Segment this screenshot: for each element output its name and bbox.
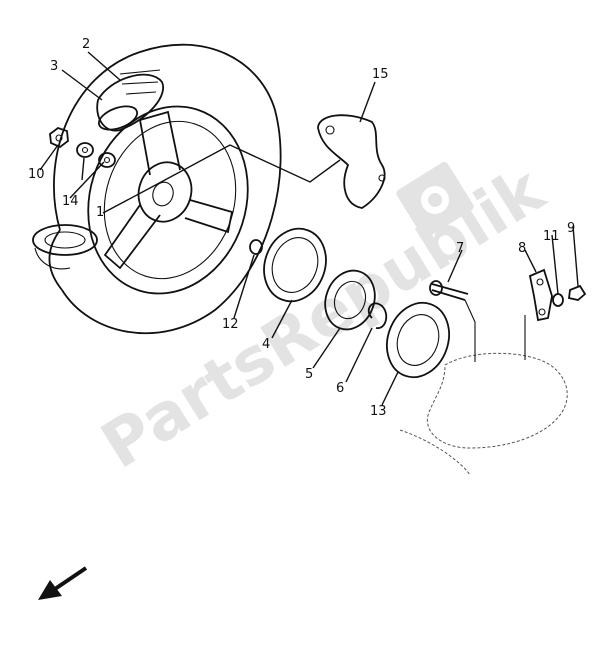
callout-14: 14: [62, 194, 79, 209]
callout-4: 4: [262, 337, 270, 352]
callout-11: 11: [543, 229, 560, 244]
callout-8: 8: [518, 241, 526, 256]
watermark-text: PartsRepublik: [89, 152, 558, 483]
bearings-and-seals: [249, 227, 450, 379]
callout-labels: 2 3 15 10 14 1 12 4 5 6 13 7 8 11 9: [28, 37, 575, 419]
watermark: PartsRepublik: [89, 152, 558, 483]
axle-nut: [49, 126, 116, 168]
callout-6: 6: [336, 381, 344, 396]
callout-12: 12: [222, 317, 239, 332]
callout-7: 7: [456, 241, 464, 256]
callout-9: 9: [567, 221, 575, 236]
watermark-gear-icon: [396, 161, 474, 239]
callout-3: 3: [50, 59, 58, 74]
callout-1: 1: [96, 205, 104, 220]
valve-tube: [96, 69, 165, 132]
callout-5: 5: [305, 367, 313, 382]
brake-bracket: [317, 114, 386, 209]
wheel-assembly: [32, 43, 282, 334]
arrow-down-left-icon: [38, 566, 88, 600]
engine-outline: [399, 352, 568, 476]
callout-10: 10: [28, 167, 45, 182]
callout-2: 2: [82, 37, 90, 52]
leader-lines: [39, 51, 579, 406]
callout-15: 15: [372, 67, 389, 82]
callout-13: 13: [370, 404, 387, 419]
